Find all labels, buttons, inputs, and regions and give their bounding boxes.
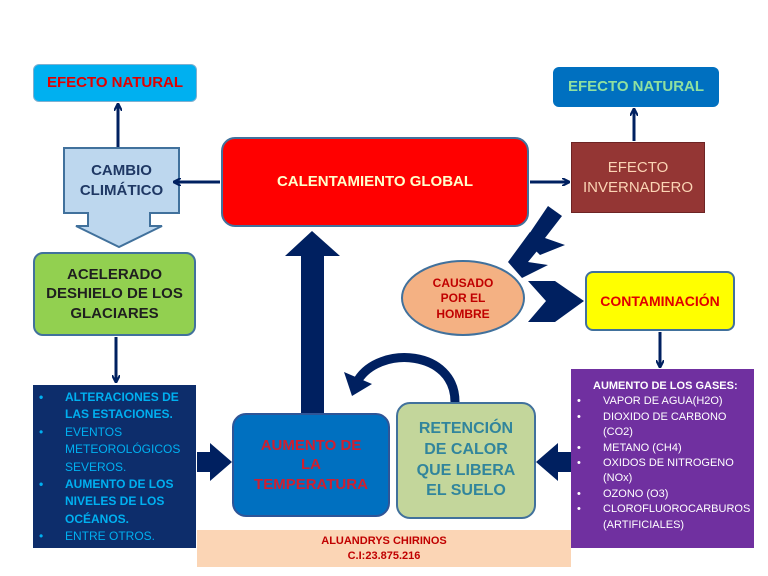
gases-box: AUMENTO DE LOS GASES: VAPOR DE AGUA(H2O)…	[571, 369, 754, 548]
effect-item: AUMENTO DE LOS NIVELES DE LOS OCÉANOS.	[33, 476, 196, 528]
block-arrow-list-to-temperatura	[197, 443, 232, 481]
gas-item: METANO (CH4)	[571, 441, 750, 457]
calentamiento-global: CALENTAMIENTO GLOBAL	[221, 137, 529, 227]
efecto-invernadero: EFECTO INVERNADERO	[571, 142, 705, 213]
gas-item: DIOXIDO DE CARBONO (CO2)	[571, 410, 750, 441]
gas-item: VAPOR DE AGUA(H2O)	[571, 394, 750, 410]
causado-por-el-hombre: CAUSADO POR EL HOMBRE	[432, 275, 494, 321]
aumento-temperatura: AUMENTO DE LA TEMPERATURA	[232, 413, 390, 517]
efecto-natural-left: EFECTO NATURAL	[33, 64, 197, 102]
retencion-calor: RETENCIÓN DE CALOR QUE LIBERA EL SUELO	[396, 402, 536, 519]
gas-item: CLOROFLUOROCARBUROS (ARTIFICIALES)	[571, 502, 750, 533]
curved-arrow-retencion-to-temperatura	[354, 353, 460, 403]
contaminacion: CONTAMINACIÓN	[585, 271, 735, 331]
effects-list-box: ALTERACIONES DE LAS ESTACIONES. EVENTOS …	[33, 385, 196, 548]
effect-item: EVENTOS METEOROLÓGICOS SEVEROS.	[33, 424, 196, 476]
author-bar: ALUANDRYS CHIRINOS C.I:23.875.216	[197, 530, 571, 567]
acelerado-deshielo: ACELERADO DESHIELO DE LOS GLACIARES	[33, 252, 196, 336]
cambio-climatico-callout	[63, 147, 180, 249]
gases-title: AUMENTO DE LOS GASES:	[593, 380, 738, 392]
chevron-arrow-to-contaminacion	[528, 281, 584, 322]
block-arrow-gases-to-retencion	[536, 443, 571, 481]
chevron-arrow-2	[508, 232, 548, 278]
arrow-up-to-calentamiento	[285, 231, 340, 413]
efecto-natural-right: EFECTO NATURAL	[553, 67, 719, 107]
author-name: ALUANDRYS CHIRINOS	[321, 535, 447, 548]
effect-item: ALTERACIONES DE LAS ESTACIONES.	[33, 389, 196, 424]
gas-item: OZONO (O3)	[571, 487, 750, 503]
causado-ellipse	[401, 260, 525, 336]
author-id: C.I:23.875.216	[347, 549, 421, 562]
cambio-climatico: CAMBIO CLIMÁTICO	[79, 162, 164, 199]
gas-item: OXIDOS DE NITROGENO (NOx)	[571, 456, 750, 487]
effect-item: ENTRE OTROS.	[33, 528, 196, 546]
